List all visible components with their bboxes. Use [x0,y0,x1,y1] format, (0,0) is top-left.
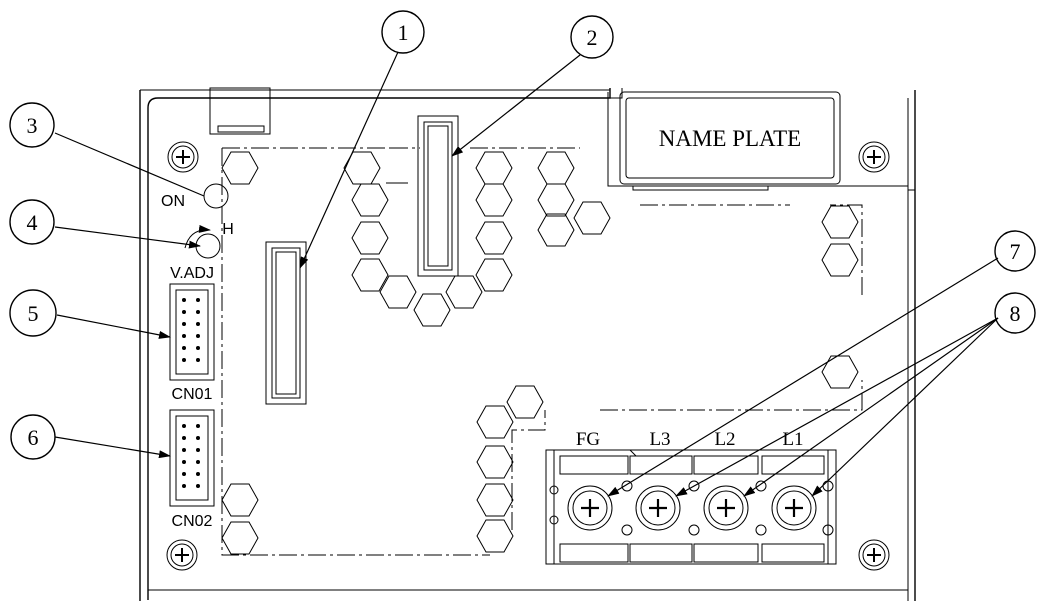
callout-8: 8 [994,292,1036,334]
callout-leaders [54,51,999,497]
callout-5-label: 5 [28,301,39,326]
callout-4: 4 [9,199,55,245]
terminal-screw-fg [566,484,614,532]
leader-2 [451,54,581,157]
terminal-block: FG L3 L2 L1 [545,429,837,565]
pcb-outline [221,147,863,556]
leader-8a [675,317,999,497]
callout-3-label: 3 [27,113,38,138]
terminal-label-l1: L1 [782,429,803,450]
on-indicator: ON [161,183,229,210]
name-plate: NAME PLATE [607,91,908,191]
on-label: ON [161,193,185,210]
h-label: H [222,221,234,238]
leader-6 [54,436,171,459]
cn02-label: CN02 [172,513,213,530]
terminal-screw-l3 [634,484,682,532]
callout-7-label: 7 [1010,239,1021,264]
leader-8b [743,317,999,497]
leader-4 [54,226,201,249]
callout-7: 7 [994,230,1036,272]
callout-2-label: 2 [587,25,598,50]
voltage-adjust-pot: H V.ADJ [170,221,234,282]
cn01-label: CN01 [172,386,213,403]
leader-3 [54,132,205,197]
mounting-screw-top-left [167,141,199,173]
callout-5: 5 [9,289,57,337]
terminal-screw-l2 [702,484,750,532]
leader-8c [811,317,999,497]
slot-connector-2 [417,115,459,277]
callout-3: 3 [9,102,55,148]
callout-6-label: 6 [28,425,39,450]
terminal-label-fg: FG [576,429,601,450]
callout-1-label: 1 [398,20,409,45]
mounting-screw-bottom-right [858,539,890,571]
housing [139,87,916,601]
name-plate-label: NAME PLATE [659,126,801,151]
callout-8-label: 8 [1010,301,1021,326]
callout-4-label: 4 [27,210,38,235]
callout-6: 6 [10,414,56,460]
terminal-label-l2: L2 [714,429,735,450]
leader-7 [607,257,999,497]
slot-connector-1 [265,241,307,405]
v-adj-label: V.ADJ [170,265,214,282]
terminal-screw-l1 [770,484,818,532]
connector-cn02: CN02 [169,409,215,530]
connector-cn01: CN01 [169,283,215,403]
hex-pattern [221,151,859,555]
leader-5 [56,314,171,339]
callout-1: 1 [381,10,425,54]
mounting-screw-bottom-left [166,539,198,571]
mounting-screw-top-right [858,141,890,173]
terminal-label-l3: L3 [649,429,670,450]
callout-2: 2 [570,15,614,59]
leader-1 [299,51,399,269]
